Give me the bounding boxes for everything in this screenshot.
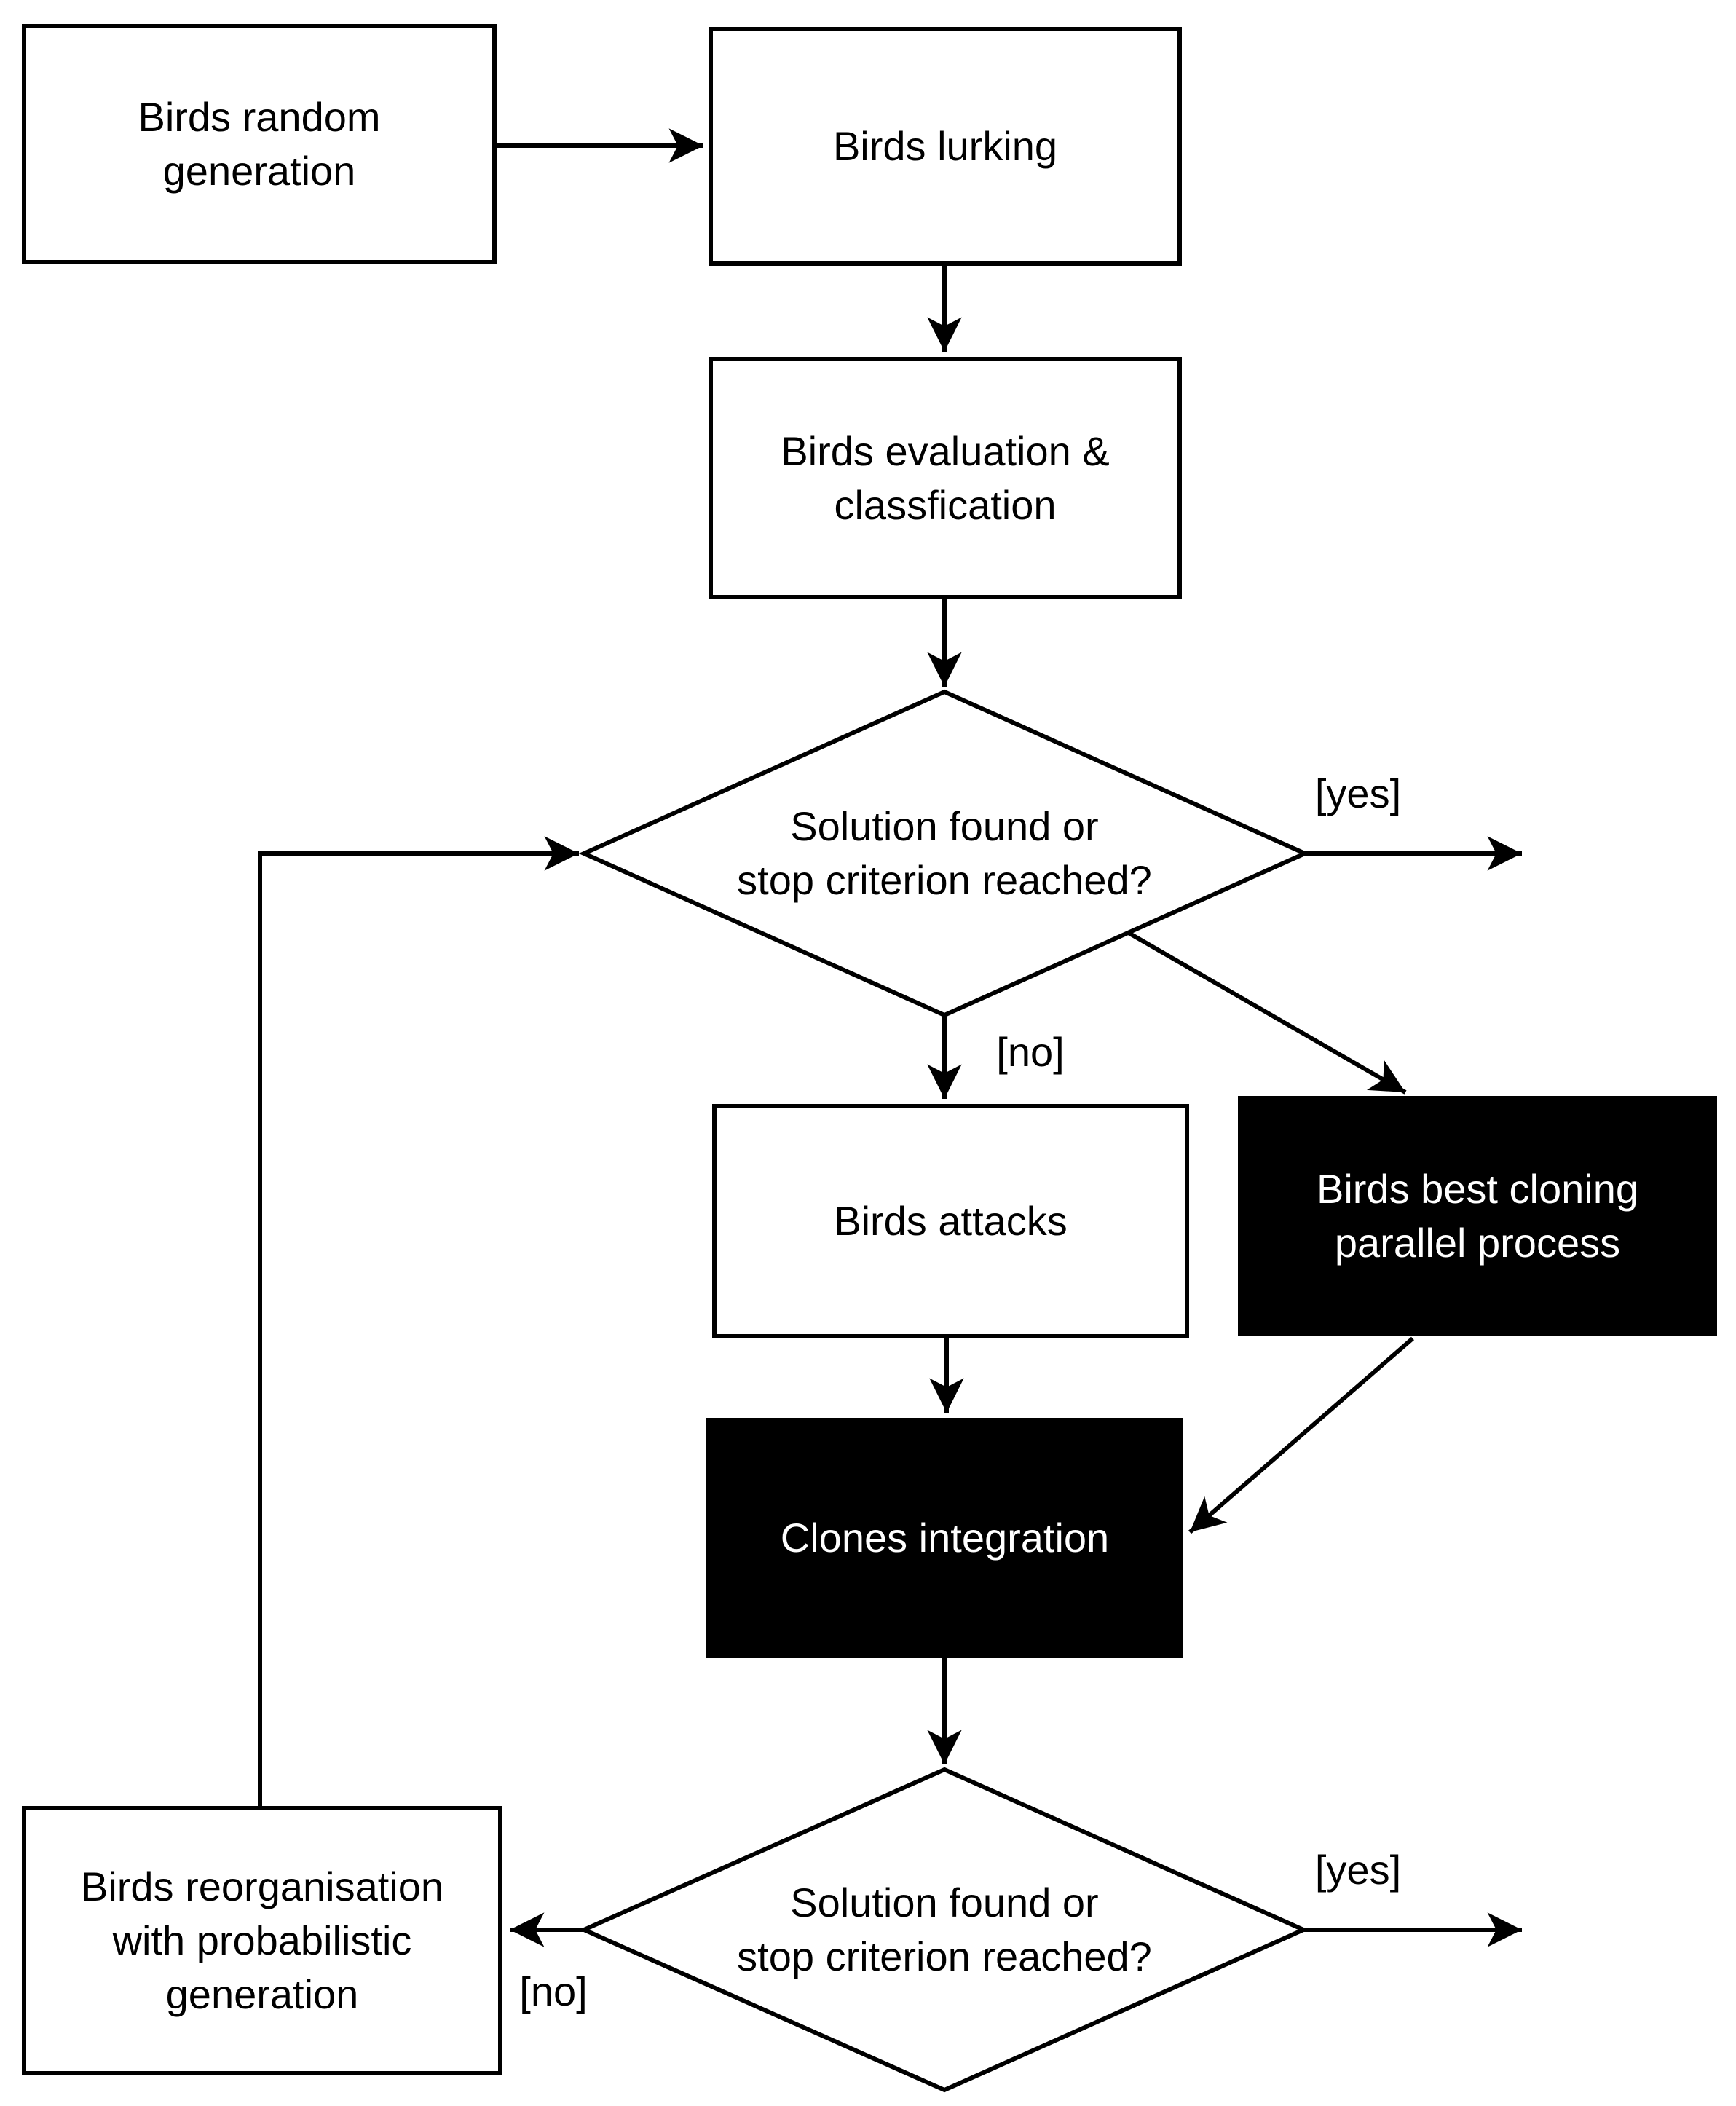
edge-reorganisation-to-decision-1 [258, 836, 579, 1806]
edge-best-cloning-to-clones-integration [1188, 1336, 1414, 1534]
node-birds-attacks: Birds attacks [712, 1104, 1189, 1338]
node-birds-random-generation: Birds random generation [22, 24, 497, 264]
decision-2-diamond [578, 1767, 1309, 2093]
node-birds-best-cloning-parallel-process: Birds best cloning parallel process [1238, 1096, 1717, 1336]
node-clones-integration: Clones integration [706, 1418, 1183, 1658]
decision-2-no-label: [no] [519, 1968, 588, 2015]
decision-2-yes-label: [yes] [1314, 1847, 1402, 1893]
node-birds-reorganisation: Birds reorganisation with probabilistic … [22, 1806, 502, 2075]
decision-1-yes-label: [yes] [1314, 770, 1402, 817]
node-birds-evaluation-classfication: Birds evaluation & classfication [709, 357, 1182, 599]
node-birds-lurking: Birds lurking [709, 27, 1182, 266]
decision-1-no-label: [no] [996, 1029, 1065, 1076]
edge-decision-1-to-best-cloning [1126, 930, 1407, 1095]
decision-1-diamond [578, 689, 1311, 1018]
